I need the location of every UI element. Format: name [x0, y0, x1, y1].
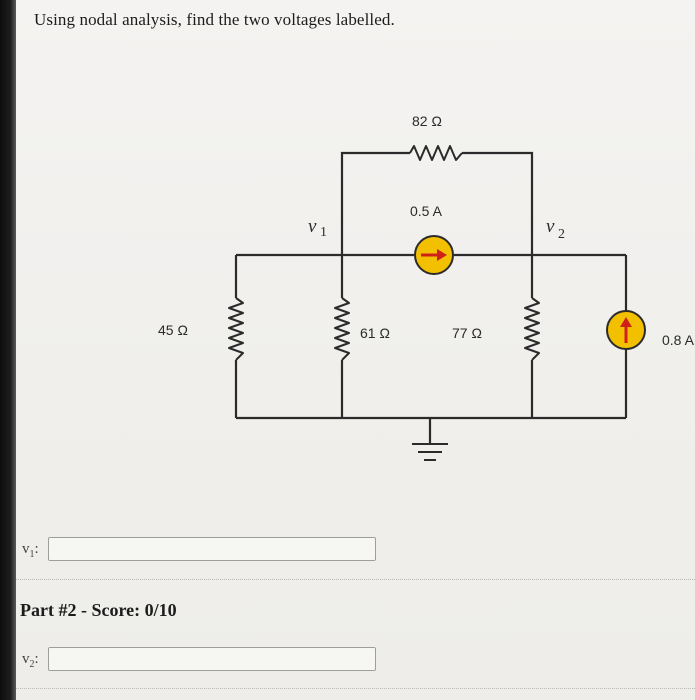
v1-subscript: 1	[29, 549, 35, 560]
circuit-wires	[234, 151, 628, 444]
v1-answer-label: v1:	[22, 541, 39, 560]
v2-subscript: 2	[29, 659, 35, 670]
node-v1-subscript: 1	[320, 225, 327, 240]
v1-colon: :	[34, 541, 39, 557]
node-v1-label: v	[308, 216, 317, 237]
label-61-ohm: 61 Ω	[360, 325, 390, 341]
label-45-ohm: 45 Ω	[158, 322, 188, 338]
label-0-5-amp: 0.5 A	[410, 203, 443, 219]
bottom-divider	[16, 688, 695, 689]
resistor-61-icon	[334, 297, 350, 361]
label-77-ohm: 77 Ω	[452, 325, 482, 341]
label-0-8-amp: 0.8 A	[662, 332, 695, 348]
v2-answer-label: v2:	[22, 651, 39, 670]
dark-left-edge	[0, 0, 16, 700]
resistor-82-icon	[409, 145, 463, 161]
section-divider	[16, 579, 695, 580]
v1-answer-input[interactable]	[48, 537, 376, 561]
v2-answer-input[interactable]	[48, 647, 376, 671]
node-v2-subscript: 2	[558, 227, 565, 242]
label-82-ohm: 82 Ω	[412, 113, 442, 129]
question-sheet	[16, 0, 695, 700]
v1-letter: v	[22, 541, 30, 557]
v2-letter: v	[22, 651, 30, 667]
wire-top-left	[340, 151, 410, 255]
resistor-45-icon	[228, 297, 244, 361]
ground-icon	[412, 443, 448, 461]
v2-colon: :	[34, 651, 39, 667]
part-2-title: Part #2 - Score: 0/10	[20, 600, 177, 620]
current-source-0-5a-icon	[414, 235, 454, 275]
current-source-0-8a-icon	[606, 310, 646, 350]
question-text: Using nodal analysis, find the two volta…	[34, 10, 395, 29]
resistor-77-icon	[524, 297, 540, 361]
wire-top-right	[462, 151, 534, 255]
node-v2-label: v	[546, 216, 555, 237]
